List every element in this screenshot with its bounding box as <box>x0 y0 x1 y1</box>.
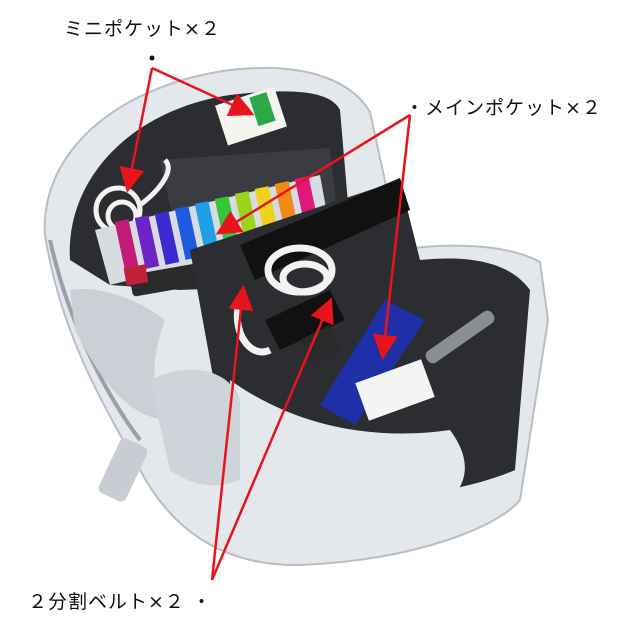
main-pocket-label: ・メインポケット×２ <box>405 97 602 119</box>
zipper-pull <box>98 438 148 502</box>
mini-pocket-label: ミニポケット×２ <box>64 18 221 40</box>
stapler-icon <box>300 300 425 425</box>
mini-pocket-dot <box>149 55 155 61</box>
right-inner-flap <box>230 380 465 514</box>
front-left-flap <box>150 369 240 486</box>
left-inner-flap <box>70 289 170 420</box>
callout-arrows <box>119 66 412 581</box>
grey-pen <box>425 310 495 364</box>
white-card <box>355 359 435 421</box>
split-belt-label: ２分割ベルト×２ ・ <box>28 591 212 613</box>
